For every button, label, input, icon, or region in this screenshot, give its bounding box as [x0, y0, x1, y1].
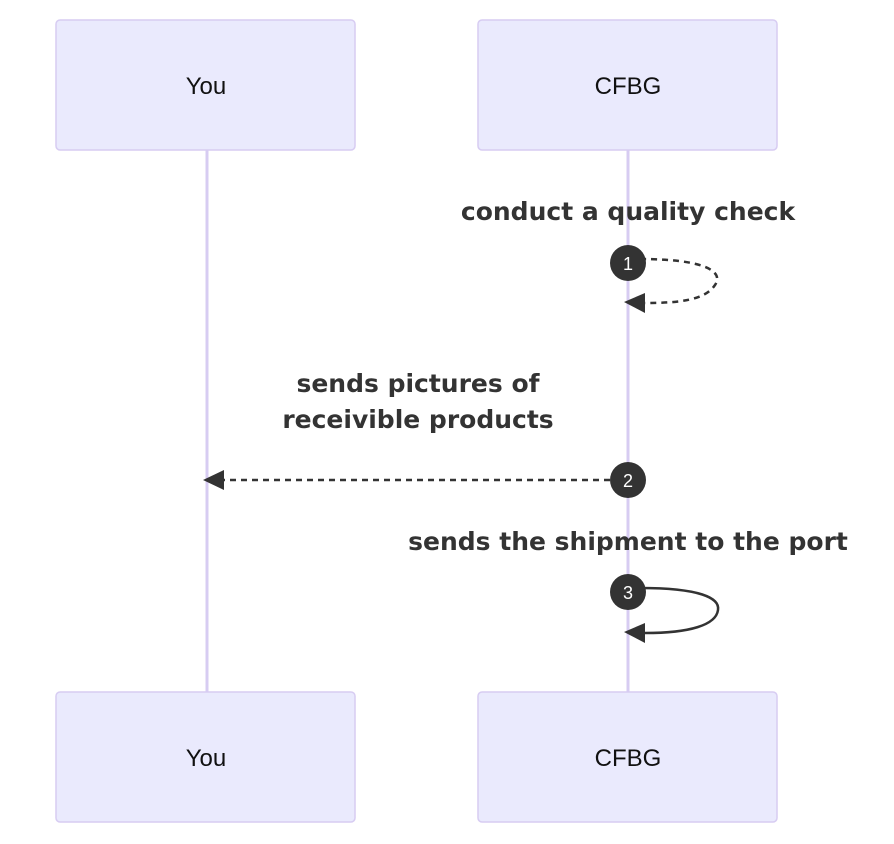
- sequence-number: 2: [623, 471, 633, 491]
- arrowhead-icon: [203, 470, 224, 490]
- self-message-arrow-dashed: [639, 257, 719, 305]
- actor-cfbg-bottom[interactable]: CFBG: [477, 691, 778, 823]
- message-label-line-1: sends pictures of: [296, 369, 540, 398]
- self-message-arrow-solid: [639, 586, 720, 635]
- sequence-number: 1: [623, 254, 633, 274]
- actor-cfbg-top[interactable]: CFBG: [477, 19, 778, 151]
- message-2: sends pictures of receivible products 2: [203, 369, 646, 498]
- actor-box[interactable]: [477, 691, 778, 823]
- actor-box[interactable]: [477, 19, 778, 151]
- sequence-number-badge: [610, 574, 646, 610]
- sequence-number-badge: [610, 245, 646, 281]
- actor-box[interactable]: [55, 691, 356, 823]
- actor-label: CFBG: [595, 745, 662, 772]
- message-label-line-2: receivible products: [282, 405, 553, 434]
- message-3: sends the shipment to the port 3: [408, 527, 848, 643]
- sequence-number-badge: [610, 462, 646, 498]
- actor-you-top[interactable]: You: [55, 19, 356, 151]
- arrowhead-icon: [624, 623, 645, 643]
- arrowhead-icon: [624, 293, 645, 313]
- message-1: conduct a quality check 1: [461, 197, 797, 313]
- message-label: conduct a quality check: [461, 197, 797, 226]
- actor-box[interactable]: [55, 19, 356, 151]
- actor-label: You: [186, 73, 227, 100]
- message-label: sends the shipment to the port: [408, 527, 848, 556]
- actor-label: You: [186, 745, 227, 772]
- actor-label: CFBG: [595, 73, 662, 100]
- sequence-number: 3: [623, 583, 633, 603]
- actor-you-bottom[interactable]: You: [55, 691, 356, 823]
